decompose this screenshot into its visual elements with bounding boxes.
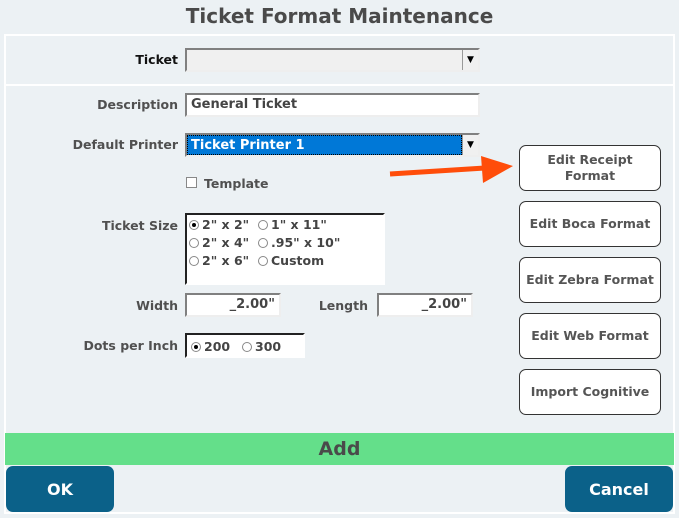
dpi-label: Dots per Inch	[83, 338, 178, 353]
ok-button[interactable]: OK	[6, 466, 114, 512]
dpi-group: 200 300	[185, 333, 305, 358]
size-option[interactable]: .95" x 10"	[258, 235, 340, 250]
edit-web-format-button[interactable]: Edit Web Format	[519, 313, 661, 359]
add-button[interactable]: Add	[5, 433, 674, 465]
edit-receipt-format-button[interactable]: Edit Receipt Format	[519, 145, 661, 191]
import-cognitive-button[interactable]: Import Cognitive	[519, 369, 661, 415]
width-input[interactable]: _2.00"	[185, 293, 281, 317]
option-label: 200	[204, 339, 231, 354]
default-printer-select[interactable]: Ticket Printer 1 ▼	[185, 133, 480, 157]
radio-icon	[189, 238, 199, 248]
size-option[interactable]: 1" x 11"	[258, 217, 327, 232]
dpi-option[interactable]: 200	[191, 339, 230, 354]
option-label: 2" x 4"	[202, 235, 250, 250]
ticket-label: Ticket	[135, 52, 178, 67]
arrow-icon	[389, 156, 513, 183]
radio-icon	[191, 342, 201, 352]
radio-icon	[189, 256, 199, 266]
radio-icon	[242, 342, 252, 352]
option-label: 2" x 2"	[202, 217, 250, 232]
description-input[interactable]: General Ticket	[185, 93, 480, 117]
option-label: 1" x 11"	[271, 217, 327, 232]
ticket-size-label: Ticket Size	[101, 218, 178, 233]
default-printer-value: Ticket Printer 1	[187, 135, 462, 155]
size-option[interactable]: 2" x 4"	[189, 235, 249, 250]
radio-icon	[189, 220, 199, 230]
template-label: Template	[204, 176, 269, 191]
template-checkbox[interactable]	[186, 177, 197, 188]
edit-zebra-format-button[interactable]: Edit Zebra Format	[519, 257, 661, 303]
cancel-button[interactable]: Cancel	[565, 466, 673, 512]
size-option[interactable]: 2" x 2"	[189, 217, 249, 232]
radio-icon	[258, 238, 268, 248]
option-label: 2" x 6"	[202, 253, 250, 268]
default-printer-label: Default Printer	[72, 137, 178, 152]
form-frame	[4, 34, 675, 514]
length-input[interactable]: _2.00"	[377, 293, 473, 317]
option-label: Custom	[271, 253, 325, 268]
ticket-select[interactable]: ▼	[185, 48, 480, 72]
edit-boca-format-button[interactable]: Edit Boca Format	[519, 201, 661, 247]
radio-icon	[258, 256, 268, 266]
option-label: 300	[255, 339, 282, 354]
description-label: Description	[97, 97, 178, 112]
ticket-size-group: 2" x 2" 1" x 11" 2" x 4" .95" x 10" 2" x…	[185, 213, 385, 285]
chevron-down-icon[interactable]: ▼	[462, 50, 478, 70]
size-option[interactable]: Custom	[258, 253, 324, 268]
option-label: .95" x 10"	[271, 235, 341, 250]
size-option[interactable]: 2" x 6"	[189, 253, 249, 268]
divider	[4, 84, 675, 86]
page-title: Ticket Format Maintenance	[185, 4, 494, 28]
dpi-option[interactable]: 300	[242, 339, 281, 354]
radio-icon	[258, 220, 268, 230]
width-label: Width	[136, 298, 178, 313]
chevron-down-icon[interactable]: ▼	[462, 135, 478, 155]
length-label: Length	[318, 298, 368, 313]
